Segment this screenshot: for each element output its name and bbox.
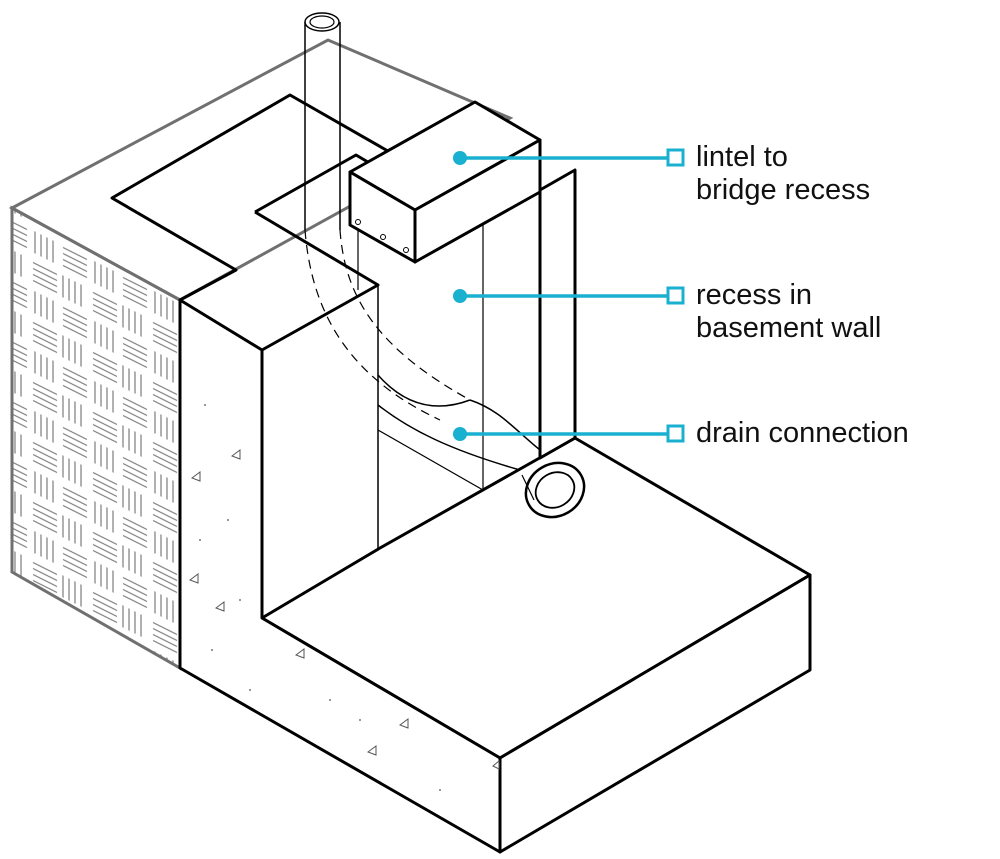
label-lintel-line-2: bridge recess: [696, 174, 870, 206]
label-recess-line-1: recess in: [696, 279, 812, 311]
lintel: [348, 100, 542, 264]
label-drain-line-1: drain connection: [696, 417, 909, 449]
label-recess-line-2: basement wall: [696, 312, 881, 344]
label-lintel-line-1: lintel to: [696, 141, 788, 173]
callout-drain: [453, 424, 685, 443]
drain-pipe: [304, 12, 586, 519]
callouts: [453, 148, 685, 443]
soil-block: [8, 38, 514, 671]
callout-recess: [453, 286, 685, 305]
callout-lintel: [453, 148, 685, 167]
